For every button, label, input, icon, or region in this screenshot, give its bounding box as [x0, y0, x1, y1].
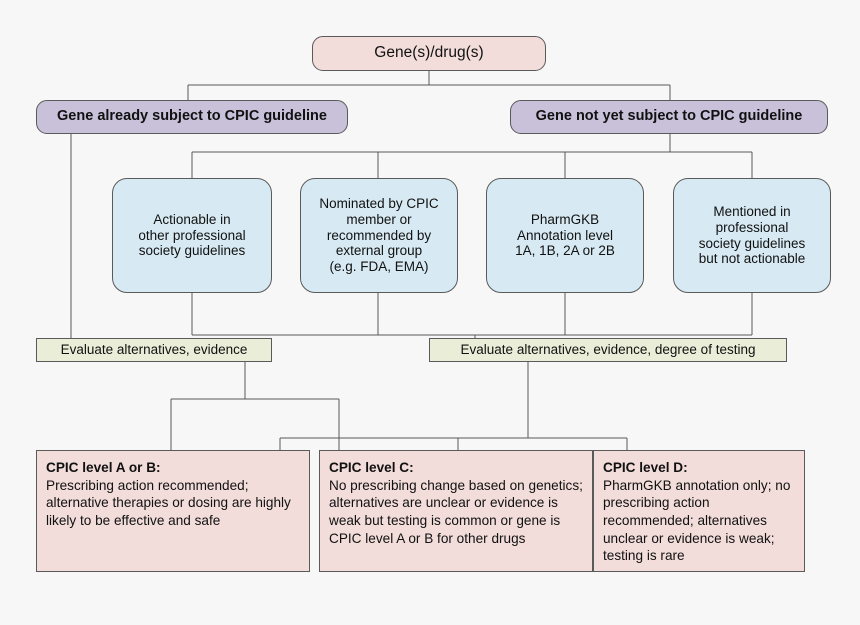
node-branch-gene-already-subject[interactable]: Gene already subject to CPIC guideline	[36, 100, 348, 134]
node-gene-drug-root-label: Gene(s)/drug(s)	[374, 44, 484, 62]
node-outcome-cpic-level-d-body: PharmGKB annotation only; no prescribing…	[603, 477, 791, 564]
node-criteria-actionable-other-guidelines[interactable]: Actionable in other professional society…	[112, 178, 272, 293]
node-criteria-mentioned-not-actionable[interactable]: Mentioned in professional society guidel…	[673, 178, 831, 293]
node-criteria-nominated-by-cpic-label: Nominated by CPIC member or recommended …	[319, 195, 439, 275]
node-criteria-nominated-by-cpic[interactable]: Nominated by CPIC member or recommended …	[300, 178, 458, 293]
node-criteria-pharmgkb-annotation-level[interactable]: PharmGKB Annotation level 1A, 1B, 2A or …	[486, 178, 644, 293]
node-outcome-cpic-level-c-text: CPIC level C: No prescribing change base…	[320, 451, 592, 553]
node-criteria-mentioned-not-actionable-label: Mentioned in professional society guidel…	[698, 203, 806, 267]
node-outcome-cpic-level-d-heading: CPIC level D:	[603, 460, 688, 475]
node-outcome-cpic-level-a-or-b-text: CPIC level A or B: Prescribing action re…	[37, 451, 309, 536]
node-branch-gene-not-yet-subject-label: Gene not yet subject to CPIC guideline	[535, 108, 803, 125]
node-evaluate-alternatives-evidence-label: Evaluate alternatives, evidence	[60, 342, 248, 358]
node-outcome-cpic-level-d-text: CPIC level D: PharmGKB annotation only; …	[594, 451, 804, 571]
node-branch-gene-not-yet-subject[interactable]: Gene not yet subject to CPIC guideline	[510, 100, 828, 134]
node-outcome-cpic-level-d[interactable]: CPIC level D: PharmGKB annotation only; …	[593, 450, 805, 572]
node-outcome-cpic-level-c-body: No prescribing change based on genetics;…	[329, 477, 583, 546]
node-criteria-pharmgkb-annotation-level-label: PharmGKB Annotation level 1A, 1B, 2A or …	[515, 211, 615, 259]
node-branch-gene-already-subject-label: Gene already subject to CPIC guideline	[57, 108, 327, 125]
node-gene-drug-root[interactable]: Gene(s)/drug(s)	[312, 36, 546, 71]
node-outcome-cpic-level-a-or-b-heading: CPIC level A or B:	[46, 460, 161, 475]
node-outcome-cpic-level-a-or-b-body: Prescribing action recommended; alternat…	[46, 477, 291, 529]
node-evaluate-alternatives-evidence-testing[interactable]: Evaluate alternatives, evidence, degree …	[429, 338, 787, 362]
node-outcome-cpic-level-c-heading: CPIC level C:	[329, 460, 414, 475]
node-criteria-actionable-other-guidelines-label: Actionable in other professional society…	[138, 211, 246, 259]
node-evaluate-alternatives-evidence-testing-label: Evaluate alternatives, evidence, degree …	[460, 342, 756, 358]
node-outcome-cpic-level-a-or-b[interactable]: CPIC level A or B: Prescribing action re…	[36, 450, 310, 572]
node-outcome-cpic-level-c[interactable]: CPIC level C: No prescribing change base…	[319, 450, 593, 572]
node-evaluate-alternatives-evidence[interactable]: Evaluate alternatives, evidence	[36, 338, 272, 362]
